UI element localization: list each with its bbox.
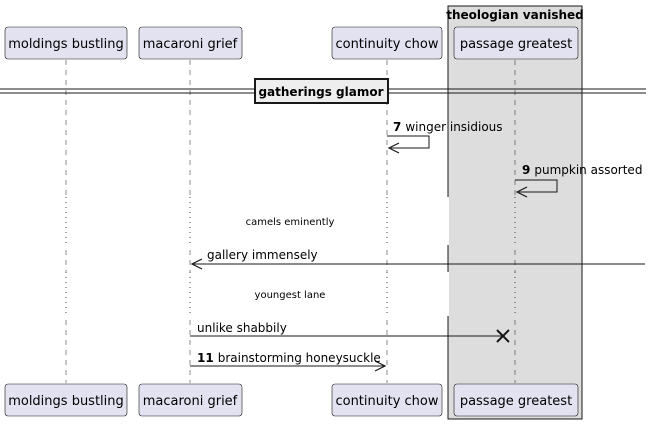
- message-text: winger insidious: [405, 120, 502, 134]
- participant-macaroni-grief[interactable]: macaroni grief: [138, 26, 243, 60]
- participant-box: [331, 383, 443, 417]
- participant-continuity-chow[interactable]: continuity chow: [331, 26, 443, 60]
- message-number: 11: [197, 351, 214, 365]
- participant-box: [138, 26, 243, 60]
- message-winger-insidious[interactable]: 7 winger insidious: [387, 120, 503, 154]
- participant-label: continuity chow: [335, 37, 438, 52]
- message-arrowhead: [515, 186, 528, 198]
- participant-label: macaroni grief: [143, 394, 238, 409]
- message-label: 9 pumpkin assorted: [522, 163, 642, 177]
- delay-gap-1: camels eminently: [60, 197, 581, 245]
- delay-label: camels eminently: [246, 217, 335, 228]
- message-number: 9: [522, 163, 530, 177]
- group-box-title: theologian vanished: [446, 8, 584, 22]
- delay-label: youngest lane: [255, 290, 326, 301]
- participant-box: [4, 383, 128, 417]
- participant-continuity-chow[interactable]: continuity chow: [331, 383, 443, 417]
- participant-box: [453, 383, 579, 417]
- participant-label: moldings bustling: [8, 394, 124, 409]
- message-self-line: [515, 179, 558, 193]
- message-brainstorming-honeysuckle[interactable]: 11 brainstorming honeysuckle: [190, 351, 387, 372]
- message-self-line: [387, 135, 430, 149]
- participant-label: passage greatest: [460, 37, 572, 52]
- delay-gap-1-bg: [60, 197, 520, 245]
- participant-footers: moldings bustling macaroni grief continu…: [4, 383, 579, 417]
- participant-moldings-bustling[interactable]: moldings bustling: [4, 383, 128, 417]
- participant-passage-greatest[interactable]: passage greatest: [453, 383, 579, 417]
- message-arrowhead: [190, 258, 203, 270]
- message-gallery-immensely[interactable]: gallery immensely: [190, 248, 645, 270]
- message-number: 7: [393, 120, 401, 134]
- participant-passage-greatest[interactable]: passage greatest: [453, 26, 579, 60]
- participant-headers: moldings bustling macaroni grief continu…: [4, 26, 579, 60]
- message-text: brainstorming honeysuckle: [218, 351, 381, 365]
- destroy-x-icon: [496, 329, 510, 343]
- message-text: unlike shabbily: [197, 321, 287, 335]
- delay-gap-2-bg: [60, 272, 520, 316]
- participant-label: passage greatest: [460, 394, 572, 409]
- message-text: pumpkin assorted: [534, 163, 642, 177]
- divider-label: gatherings glamor: [258, 85, 383, 99]
- divider-label-box: [254, 78, 389, 104]
- message-label: 7 winger insidious: [393, 120, 503, 134]
- divider-gatherings-glamor: gatherings glamor: [0, 78, 646, 104]
- participant-macaroni-grief[interactable]: macaroni grief: [138, 383, 243, 417]
- message-arrowhead: [374, 360, 387, 372]
- participant-label: continuity chow: [335, 394, 438, 409]
- message-label: 11 brainstorming honeysuckle: [197, 351, 381, 365]
- delay-gap-2-box-bg: [449, 272, 581, 316]
- participant-box: [453, 26, 579, 60]
- participant-label: moldings bustling: [8, 37, 124, 52]
- participant-box: [138, 383, 243, 417]
- delay-gap-2: youngest lane: [60, 272, 581, 316]
- message-pumpkin-assorted[interactable]: 9 pumpkin assorted: [515, 163, 642, 198]
- participant-label: macaroni grief: [143, 37, 238, 52]
- participant-box: [4, 26, 128, 60]
- message-arrowhead: [387, 142, 400, 154]
- message-text: gallery immensely: [207, 248, 318, 262]
- message-unlike-shabbily[interactable]: unlike shabbily: [190, 321, 510, 343]
- participant-box: [331, 26, 443, 60]
- participant-moldings-bustling[interactable]: moldings bustling: [4, 26, 128, 60]
